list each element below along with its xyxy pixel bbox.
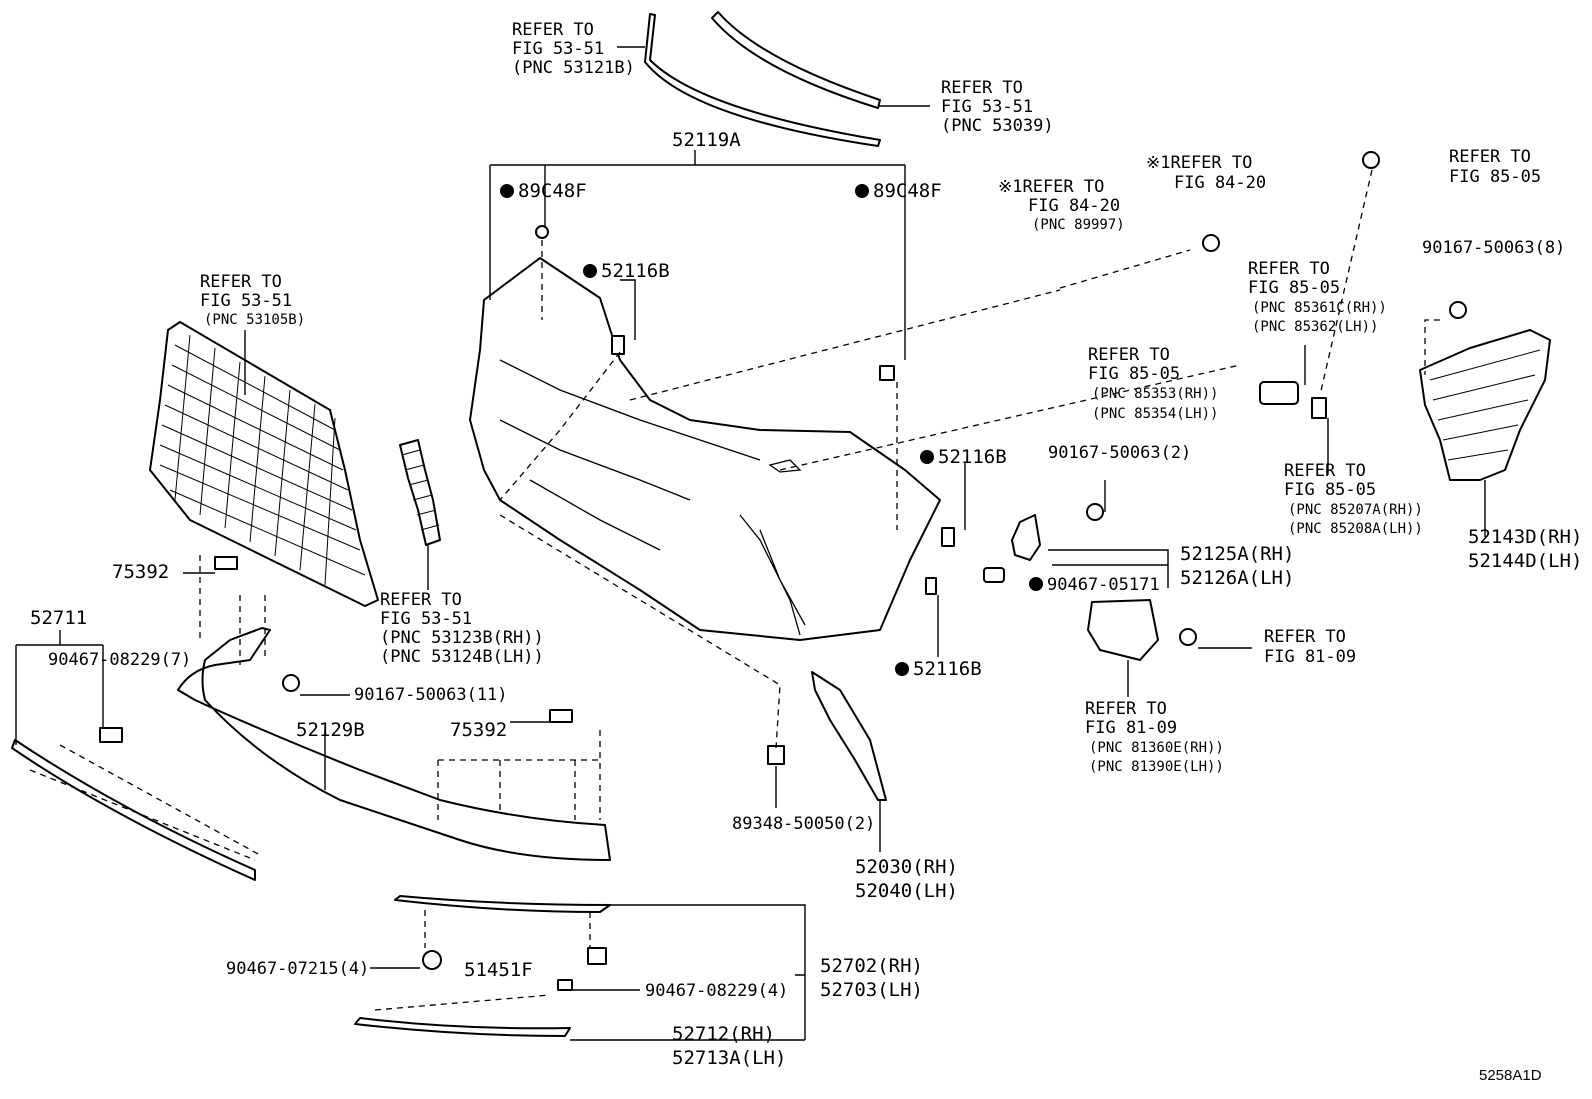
bullet-marker xyxy=(920,450,934,464)
callout-c9: REFER TO FIG 85-05 xyxy=(1449,147,1541,187)
bullet-marker xyxy=(1029,577,1043,591)
callout-c2: REFER TO FIG 53-51 (PNC 53039) xyxy=(941,78,1054,136)
assembly-dashed-lines xyxy=(29,169,1440,1011)
callout-c5: 89C48F xyxy=(873,180,942,202)
callout-c16: REFER TO FIG 85-05 (PNC 85207A(RH)) (PNC… xyxy=(1284,461,1433,537)
fasteners xyxy=(99,151,1467,991)
callout-c26: REFER TO FIG 81-09 xyxy=(1264,627,1356,667)
fog-lamp-assembly xyxy=(1087,599,1159,661)
callout-c4: 89C48F xyxy=(518,180,587,202)
callout-c10: REFER TO FIG 53-51 (PNC 53105B) xyxy=(200,272,305,328)
callout-c1: REFER TO FIG 53-51 (PNC 53121B) xyxy=(512,20,635,78)
callout-c17: 52143D(RH) 52144D(LH) xyxy=(1468,526,1592,572)
callout-c18: 52125A(RH) 52126A(LH) xyxy=(1180,543,1306,589)
lower-bumper-molding xyxy=(177,627,611,861)
emblem-strip xyxy=(399,439,441,546)
callout-c3: 52119A xyxy=(672,129,741,151)
callout-c12: 90167-50063(8) xyxy=(1422,238,1565,258)
callout-c24: 90167-50063(11) xyxy=(354,685,508,705)
callout-c22: 52711 xyxy=(30,607,87,629)
bullet-marker xyxy=(500,184,514,198)
callout-c36: 52712(RH) 52713A(LH) xyxy=(672,1023,786,1069)
callout-c28: 75392 xyxy=(450,719,507,741)
front-bumper-cover xyxy=(469,257,941,641)
callout-c23: 90467-08229(7) xyxy=(48,650,191,670)
callout-c15: 90167-50063(2) xyxy=(1048,443,1191,463)
callout-c11: REFER TO FIG 85-05 (PNC 85361C(RH)) (PNC… xyxy=(1248,259,1397,335)
radiator-grille xyxy=(149,321,379,607)
callout-c27: 52129B xyxy=(296,719,365,741)
callout-c20: 75392 xyxy=(112,561,169,583)
callout-c32: 52702(RH) 52703(LH) xyxy=(820,955,934,1001)
callout-labels: REFER TO FIG 53-51 (PNC 53121B) REFER TO… xyxy=(30,20,1592,1084)
lower-grille-bottom xyxy=(354,895,611,1037)
callout-c33: 90467-07215(4) xyxy=(226,959,369,979)
bumper-retainer-rh xyxy=(1011,514,1041,561)
callout-c34: 51451F xyxy=(464,959,533,981)
bullet-marker xyxy=(895,662,909,676)
diagram-id: 5258A1D xyxy=(1479,1067,1542,1084)
callout-c35: 90467-08229(4) xyxy=(645,981,788,1001)
callout-c14: 52116B xyxy=(938,446,1007,468)
bumper-side-bracket xyxy=(1419,329,1551,481)
callout-c21: REFER TO FIG 53-51 (PNC 53123B(RH)) (PNC… xyxy=(380,590,554,667)
callout-c19: 90467-05171 xyxy=(1047,575,1160,595)
upper-molding-strip xyxy=(644,11,881,147)
fog-lamp-garnish xyxy=(811,671,887,801)
callout-c8: ※1REFER TO FIG 84-20 xyxy=(1146,153,1266,193)
callout-c6: 52116B xyxy=(601,260,670,282)
bullet-marker xyxy=(855,184,869,198)
callout-c31: 52030(RH) 52040(LH) xyxy=(855,856,969,902)
callout-c29: REFER TO FIG 81-09 (PNC 81360E(RH)) (PNC… xyxy=(1085,699,1234,775)
leader-lines xyxy=(15,46,1486,1041)
callout-c25: 52116B xyxy=(913,658,982,680)
callout-c7: ※1REFER TO FIG 84-20 (PNC 89997) xyxy=(998,177,1130,233)
lower-spoiler xyxy=(11,739,256,881)
callout-c30: 89348-50050(2) xyxy=(732,814,875,834)
bullet-marker xyxy=(583,264,597,278)
callout-c13: REFER TO FIG 85-05 (PNC 85353(RH)) (PNC … xyxy=(1088,345,1229,422)
